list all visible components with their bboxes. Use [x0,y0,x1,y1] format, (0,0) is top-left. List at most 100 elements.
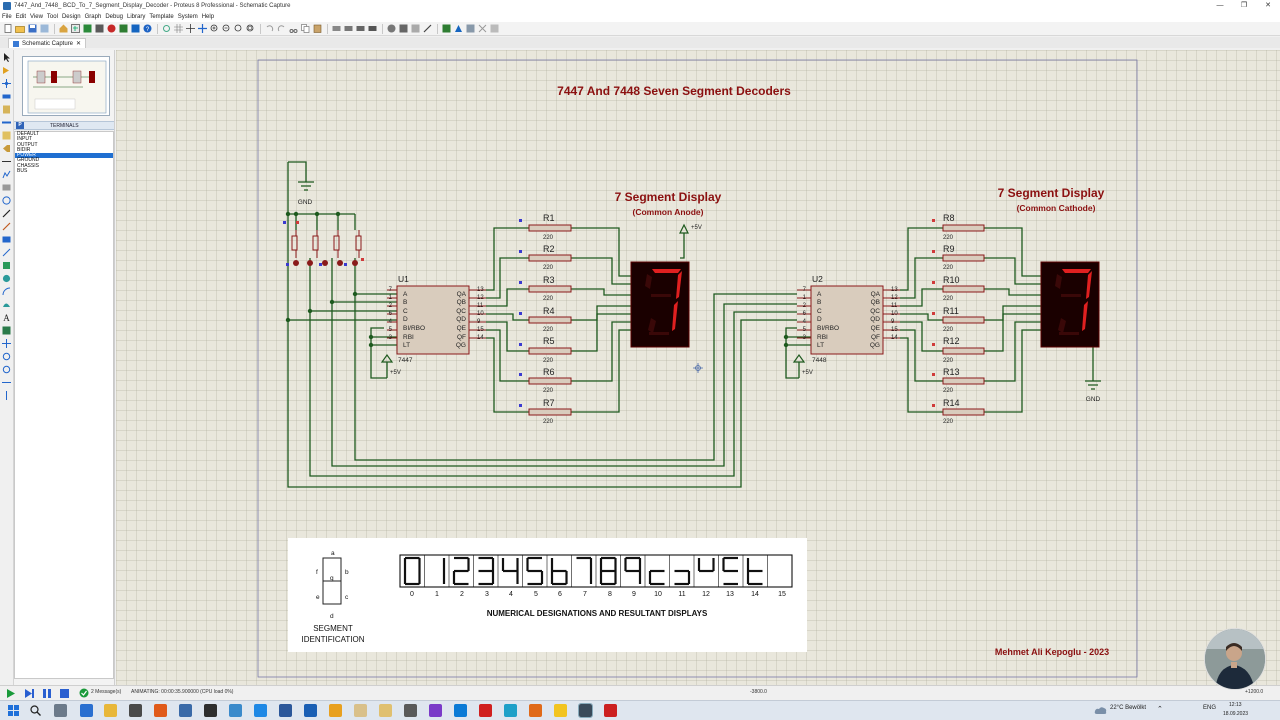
block-copy-icon[interactable] [331,24,341,34]
help-icon[interactable]: ? [142,24,152,34]
resistor-r8[interactable] [942,224,985,232]
outlook-icon[interactable] [304,704,317,717]
circle-2d-icon[interactable] [2,273,12,283]
source-code-icon[interactable] [130,24,140,34]
pcb-icon[interactable] [82,24,92,34]
clock-date[interactable]: 18.09.2023 [1223,711,1249,717]
decompose-icon[interactable] [422,24,432,34]
grid-icon[interactable] [173,24,183,34]
seven-segment-display-anode[interactable]: 7 [630,253,690,348]
junction-dot-icon[interactable] [2,78,12,88]
mirror-x-icon[interactable] [2,377,12,387]
packaging-icon[interactable] [410,24,420,34]
paste-icon[interactable] [312,24,322,34]
taskbar-app-icon[interactable] [604,704,617,717]
tab-close-button[interactable]: ✕ [76,41,82,47]
taskbar-app-icon[interactable] [354,704,367,717]
menu-graph[interactable]: Graph [84,14,102,20]
tray-chevron-icon[interactable]: ⌃ [1157,706,1163,713]
taskbar-app-icon[interactable] [179,704,192,717]
chrome-icon[interactable] [554,704,567,717]
refresh-icon[interactable] [161,24,171,34]
resistor-r1[interactable] [528,224,572,232]
box-2d-icon[interactable] [2,260,12,270]
task-view-icon[interactable] [54,704,67,717]
voltage-probe-icon[interactable] [2,208,12,218]
zoom-in-icon[interactable] [209,24,219,34]
terminal-item-selected[interactable]: POWER [15,152,113,159]
resistor-r9[interactable] [942,254,985,262]
menu-system[interactable]: System [177,14,198,20]
taskbar-app-icon[interactable] [254,704,267,717]
bom-icon[interactable] [118,24,128,34]
property-tool-icon[interactable] [465,24,475,34]
current-probe-icon[interactable] [2,221,12,231]
taskbar-app-icon[interactable] [404,704,417,717]
schematic-icon[interactable] [70,24,80,34]
menu-tool[interactable]: Tool [46,14,58,20]
terminal-item[interactable]: GROUND [17,157,40,164]
resistor-r3[interactable] [528,285,572,293]
windows-start-icon[interactable] [8,705,19,716]
schematic-canvas[interactable]: 7447 And 7448 Seven Segment Decoders 7 S… [116,50,1280,685]
terminal-item[interactable]: DEFAULT [17,131,40,137]
tape-recorder-icon[interactable] [2,182,12,192]
search-icon[interactable] [30,705,41,716]
rotate-cw-icon[interactable] [2,351,12,361]
taskbar-app-icon[interactable] [154,704,167,717]
gerber-icon[interactable] [106,24,116,34]
electrical-rule-check-icon[interactable] [477,24,487,34]
terminal-item[interactable]: BUS [17,168,28,175]
terminal-item[interactable]: BIDIR [17,146,31,153]
vscode-icon[interactable] [454,704,467,717]
home-icon[interactable] [58,24,68,34]
edge-icon[interactable] [504,704,517,717]
visual-studio-icon[interactable] [429,704,442,717]
chip-u1-7447[interactable]: A B C D BI/RBO RBI LT QA QB QC QD QE QF … [387,274,486,364]
graph-mode-icon[interactable] [2,169,12,179]
marker-2d-icon[interactable] [2,338,12,348]
copy-icon[interactable] [300,24,310,34]
resistor-r11[interactable] [942,316,985,324]
selection-mode-icon[interactable] [2,52,12,62]
wire-autorouter-icon[interactable] [441,24,451,34]
resistor-r13[interactable] [942,377,985,385]
menu-view[interactable]: View [30,14,43,20]
taskbar-app-icon[interactable] [229,704,242,717]
save-icon[interactable] [27,24,37,34]
new-file-icon[interactable] [3,24,13,34]
messages-count[interactable]: 2 Message(s) [91,689,122,695]
taskbar-app-icon[interactable] [479,704,492,717]
pan-icon[interactable] [197,24,207,34]
terminal-item[interactable]: INPUT [17,136,32,143]
resistor-r5[interactable] [528,347,572,355]
seven-segment-display-cathode[interactable] [1040,261,1100,348]
menu-help[interactable]: Help [201,14,215,20]
text-script-icon[interactable] [2,104,12,114]
file-explorer-icon[interactable] [104,704,117,717]
taskbar-app-icon[interactable] [204,704,217,717]
make-device-icon[interactable] [398,24,408,34]
device-pins-icon[interactable] [2,156,12,166]
resistor-r10[interactable] [942,285,985,293]
wire-label-icon[interactable] [2,91,12,101]
taskbar-app-icon[interactable] [129,704,142,717]
taskbar-app-icon[interactable] [329,704,342,717]
origin-icon[interactable] [185,24,195,34]
language-indicator[interactable]: ENG [1203,705,1217,711]
resistor-r6[interactable] [528,377,572,385]
word-icon[interactable] [279,704,292,717]
resistor-r12[interactable] [942,347,985,355]
line-2d-icon[interactable] [2,247,12,257]
menu-library[interactable]: Library [127,14,146,20]
taskbar-app-icon[interactable] [379,704,392,717]
pause-button[interactable] [43,689,51,698]
resistor-r4[interactable] [528,316,572,324]
terminal-item[interactable]: OUTPUT [17,141,38,148]
terminal-item[interactable]: CHASSIS [17,162,39,169]
menu-file[interactable]: File [2,14,12,20]
close-button[interactable]: ✕ [1265,2,1271,9]
zoom-area-icon[interactable] [245,24,255,34]
chip-u2-7448[interactable]: A B C D BI/RBO RBI LT QA QB QC QD QE QF … [797,274,900,364]
rotate-ccw-icon[interactable] [2,364,12,374]
